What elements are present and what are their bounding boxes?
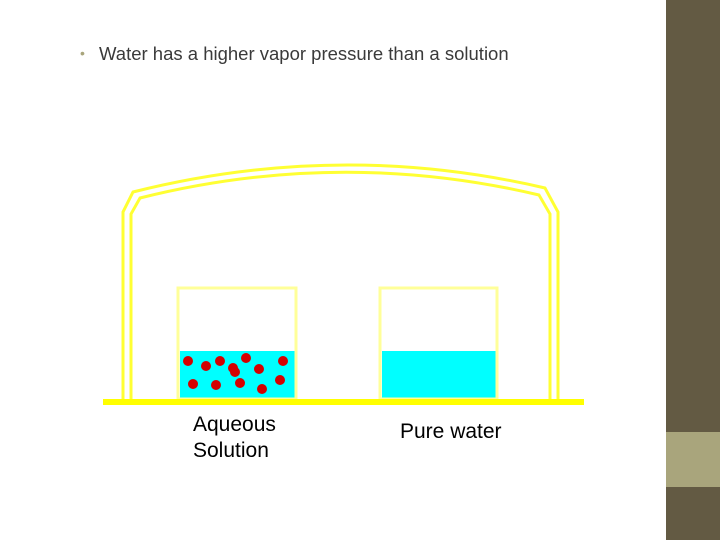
pure-water-label: Pure water bbox=[400, 420, 502, 443]
bullet-point: • Water has a higher vapor pressure than … bbox=[80, 43, 650, 65]
solute-particle bbox=[201, 361, 211, 371]
bell-jar-inner bbox=[129, 170, 552, 400]
solute-particle bbox=[188, 379, 198, 389]
solute-particle bbox=[254, 364, 264, 374]
sidebar-dark-block-bottom bbox=[666, 487, 720, 540]
sidebar-dark-block-top bbox=[666, 0, 720, 432]
bell-jar-outer bbox=[121, 163, 560, 400]
solute-particles bbox=[183, 353, 288, 394]
pure-water-liquid bbox=[382, 351, 496, 399]
solute-particle bbox=[235, 378, 245, 388]
sidebar-light-block bbox=[666, 432, 720, 487]
solute-particle bbox=[278, 356, 288, 366]
solute-particle bbox=[215, 356, 225, 366]
aqueous-solution-label-line2: Solution bbox=[193, 439, 269, 462]
decorative-sidebar bbox=[666, 0, 720, 540]
solute-particle bbox=[275, 375, 285, 385]
solute-particle bbox=[241, 353, 251, 363]
solute-particle bbox=[257, 384, 267, 394]
solute-particle bbox=[230, 367, 240, 377]
solute-particle bbox=[183, 356, 193, 366]
base-plate bbox=[103, 399, 584, 405]
solute-particle bbox=[211, 380, 221, 390]
bullet-glyph: • bbox=[80, 45, 85, 61]
bullet-text: Water has a higher vapor pressure than a… bbox=[99, 43, 509, 64]
aqueous-solution-label: Aqueous Solution bbox=[193, 412, 276, 464]
aqueous-solution-label-line1: Aqueous bbox=[193, 413, 276, 436]
